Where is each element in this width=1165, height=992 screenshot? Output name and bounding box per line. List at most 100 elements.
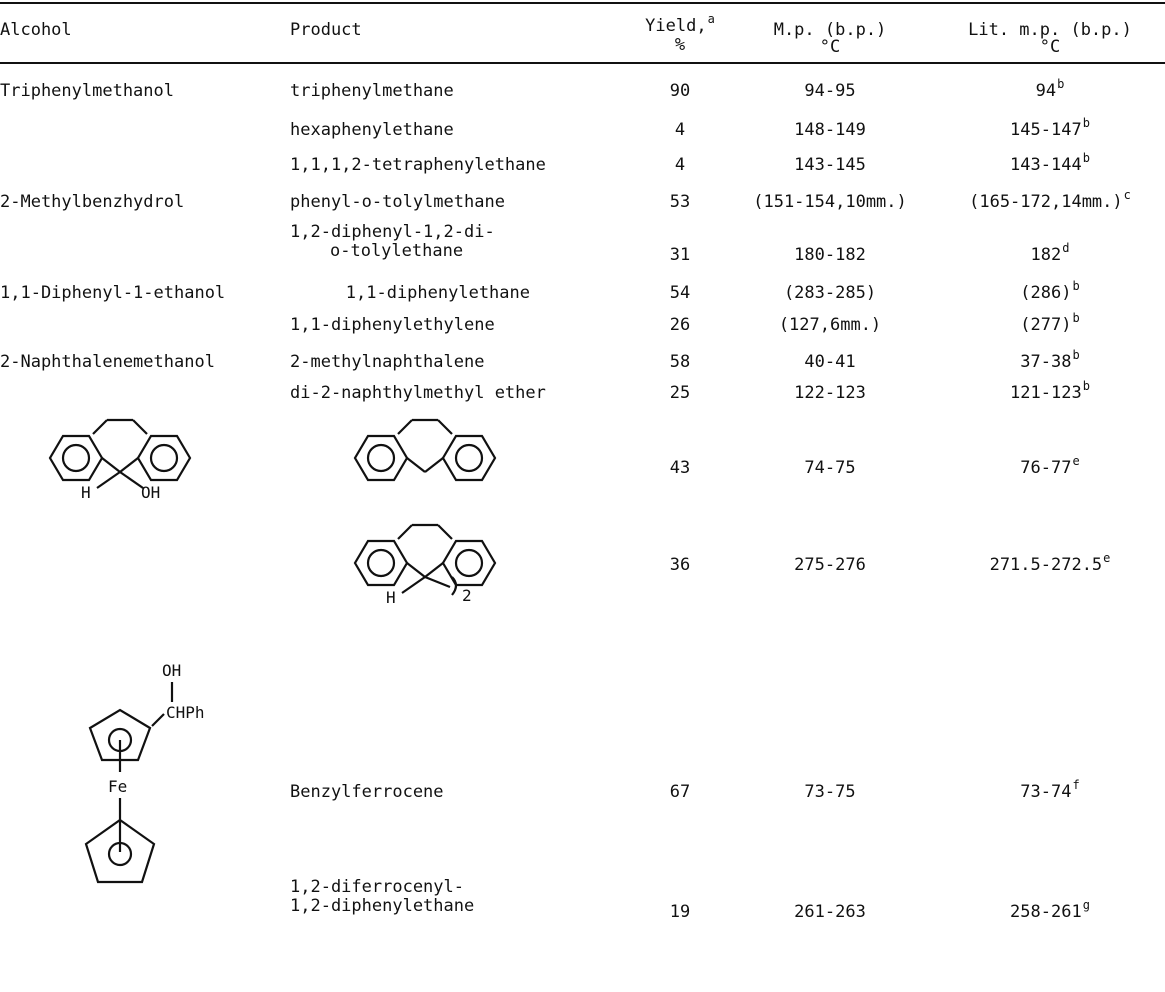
cell-lit: (277)b xyxy=(950,311,1150,336)
cell-lit-value: 143-144 xyxy=(1010,155,1082,175)
cell-lit: 76-77e xyxy=(950,454,1150,479)
cell-lit-value: 271.5-272.5 xyxy=(989,555,1103,575)
cell-lit-footnote: b xyxy=(1057,77,1065,91)
cell-yield: 43 xyxy=(669,458,691,478)
cell-mp: (151-154,10mm.) xyxy=(753,192,907,212)
cell-lit-value: 121-123 xyxy=(1010,383,1082,403)
cell-product-line1: 1,2-diphenyl-1,2-di- xyxy=(290,222,495,242)
header-yield: Yield,a xyxy=(630,12,730,37)
dimer-count-label: 2 xyxy=(462,586,472,605)
cell-lit: 73-74f xyxy=(950,778,1150,803)
cell-alcohol: Triphenylmethanol xyxy=(0,81,174,101)
cell-lit-footnote: b xyxy=(1072,311,1080,325)
cell-mp: (127,6mm.) xyxy=(778,315,882,335)
cell-lit: 145-147b xyxy=(950,116,1150,141)
cell-lit-footnote: e xyxy=(1103,551,1111,565)
cell-product-line1: 1,2-diferrocenyl- xyxy=(290,877,464,897)
header-alcohol: Alcohol xyxy=(0,20,72,40)
cell-lit: 94b xyxy=(950,77,1150,102)
cell-product: 1,1-diphenylethylene xyxy=(290,315,495,335)
cell-lit: 182d xyxy=(950,241,1150,266)
cell-mp: 275-276 xyxy=(794,555,866,575)
cell-product: Benzylferrocene xyxy=(290,782,444,802)
cell-yield: 90 xyxy=(669,81,691,101)
header-yield-unit: % xyxy=(674,35,686,55)
cell-product: di-2-naphthylmethyl ether xyxy=(290,383,546,403)
cell-lit-footnote: d xyxy=(1062,241,1070,255)
cell-product: phenyl-o-tolylmethane xyxy=(290,192,505,212)
header-lit: Lit. m.p. (b.p.) xyxy=(968,20,1132,40)
hydroxyl-label: OH xyxy=(162,661,181,680)
cell-product: 1,1,1,2-tetraphenylethane xyxy=(290,155,546,175)
dibenzosuberol-structure: H OH xyxy=(48,418,192,502)
cell-lit-footnote: e xyxy=(1072,454,1080,468)
hydrogen-label: H xyxy=(386,588,396,607)
cell-lit: 143-144b xyxy=(950,151,1150,176)
header-bottom-rule xyxy=(0,62,1165,64)
cell-lit-footnote: f xyxy=(1072,778,1080,792)
cell-mp: 261-263 xyxy=(794,902,866,922)
cell-mp: 143-145 xyxy=(794,155,866,175)
cell-alcohol: 2-Methylbenzhydrol xyxy=(0,192,185,212)
cell-lit-value: 258-261 xyxy=(1010,902,1082,922)
header-yield-footnote: a xyxy=(707,12,715,26)
cell-yield: 54 xyxy=(669,283,691,303)
cell-lit: (165-172,14mm.)c xyxy=(940,188,1160,213)
iron-label: Fe xyxy=(108,777,127,796)
cell-yield: 53 xyxy=(669,192,691,212)
header-lit-unit: °C xyxy=(1039,37,1061,57)
cell-yield: 25 xyxy=(669,383,691,403)
cell-yield: 31 xyxy=(669,245,691,265)
cell-lit-footnote: c xyxy=(1123,188,1131,202)
cell-mp: 94-95 xyxy=(804,81,856,101)
bis-dibenzosuberyl-structure: H 2 xyxy=(353,523,497,607)
cell-mp: 148-149 xyxy=(794,120,866,140)
ferrocenylphenylcarbinol-structure: OH CHPh Fe xyxy=(84,661,205,884)
cell-product: hexaphenylethane xyxy=(290,120,454,140)
cell-lit-footnote: b xyxy=(1082,151,1090,165)
cell-yield: 4 xyxy=(674,120,686,140)
dibenzosuberane-structure xyxy=(353,418,497,482)
cell-lit-value: (286) xyxy=(1020,283,1072,303)
cell-product-line2: o-tolylethane xyxy=(330,241,464,261)
cell-lit: (286)b xyxy=(950,279,1150,304)
header-mp-unit: °C xyxy=(819,37,841,57)
cell-mp: 73-75 xyxy=(804,782,856,802)
header-yield-label: Yield, xyxy=(645,16,707,36)
cell-lit-footnote: b xyxy=(1072,279,1080,293)
cell-mp: 180-182 xyxy=(794,245,866,265)
header-product: Product xyxy=(290,20,362,40)
cell-lit-footnote: g xyxy=(1082,898,1090,912)
hydrogen-label: H xyxy=(81,483,91,502)
table-top-rule xyxy=(0,2,1165,4)
cell-lit-value: 182 xyxy=(1030,245,1062,265)
cell-mp: 122-123 xyxy=(794,383,866,403)
cell-product: triphenylmethane xyxy=(290,81,454,101)
cell-product: 1,1-diphenylethane xyxy=(345,283,530,303)
cell-lit-value: 145-147 xyxy=(1010,120,1082,140)
cell-yield: 58 xyxy=(669,352,691,372)
cell-lit: 37-38b xyxy=(950,348,1150,373)
cell-lit: 271.5-272.5e xyxy=(950,551,1150,576)
cell-mp: 74-75 xyxy=(804,458,856,478)
cell-alcohol: 2-Naphthalenemethanol xyxy=(0,352,215,372)
cell-lit-value: (277) xyxy=(1020,315,1072,335)
cell-lit-footnote: b xyxy=(1082,116,1090,130)
cell-lit-value: (165-172,14mm.) xyxy=(969,192,1123,212)
hydroxyl-label: OH xyxy=(141,483,160,502)
cell-lit: 121-123b xyxy=(950,379,1150,404)
cell-yield: 26 xyxy=(669,315,691,335)
cell-yield: 36 xyxy=(669,555,691,575)
cell-lit-value: 76-77 xyxy=(1020,458,1072,478)
cell-yield: 4 xyxy=(674,155,686,175)
cell-mp: (283-285) xyxy=(783,283,877,303)
cell-lit-value: 94 xyxy=(1035,81,1057,101)
cell-yield: 67 xyxy=(669,782,691,802)
cell-lit: 258-261g xyxy=(950,898,1150,923)
chph-label: CHPh xyxy=(166,703,205,722)
cell-lit-value: 73-74 xyxy=(1020,782,1072,802)
cell-lit-footnote: b xyxy=(1082,379,1090,393)
cell-lit-footnote: b xyxy=(1072,348,1080,362)
cell-yield: 19 xyxy=(669,902,691,922)
cell-alcohol: 1,1-Diphenyl-1-ethanol xyxy=(0,283,226,303)
